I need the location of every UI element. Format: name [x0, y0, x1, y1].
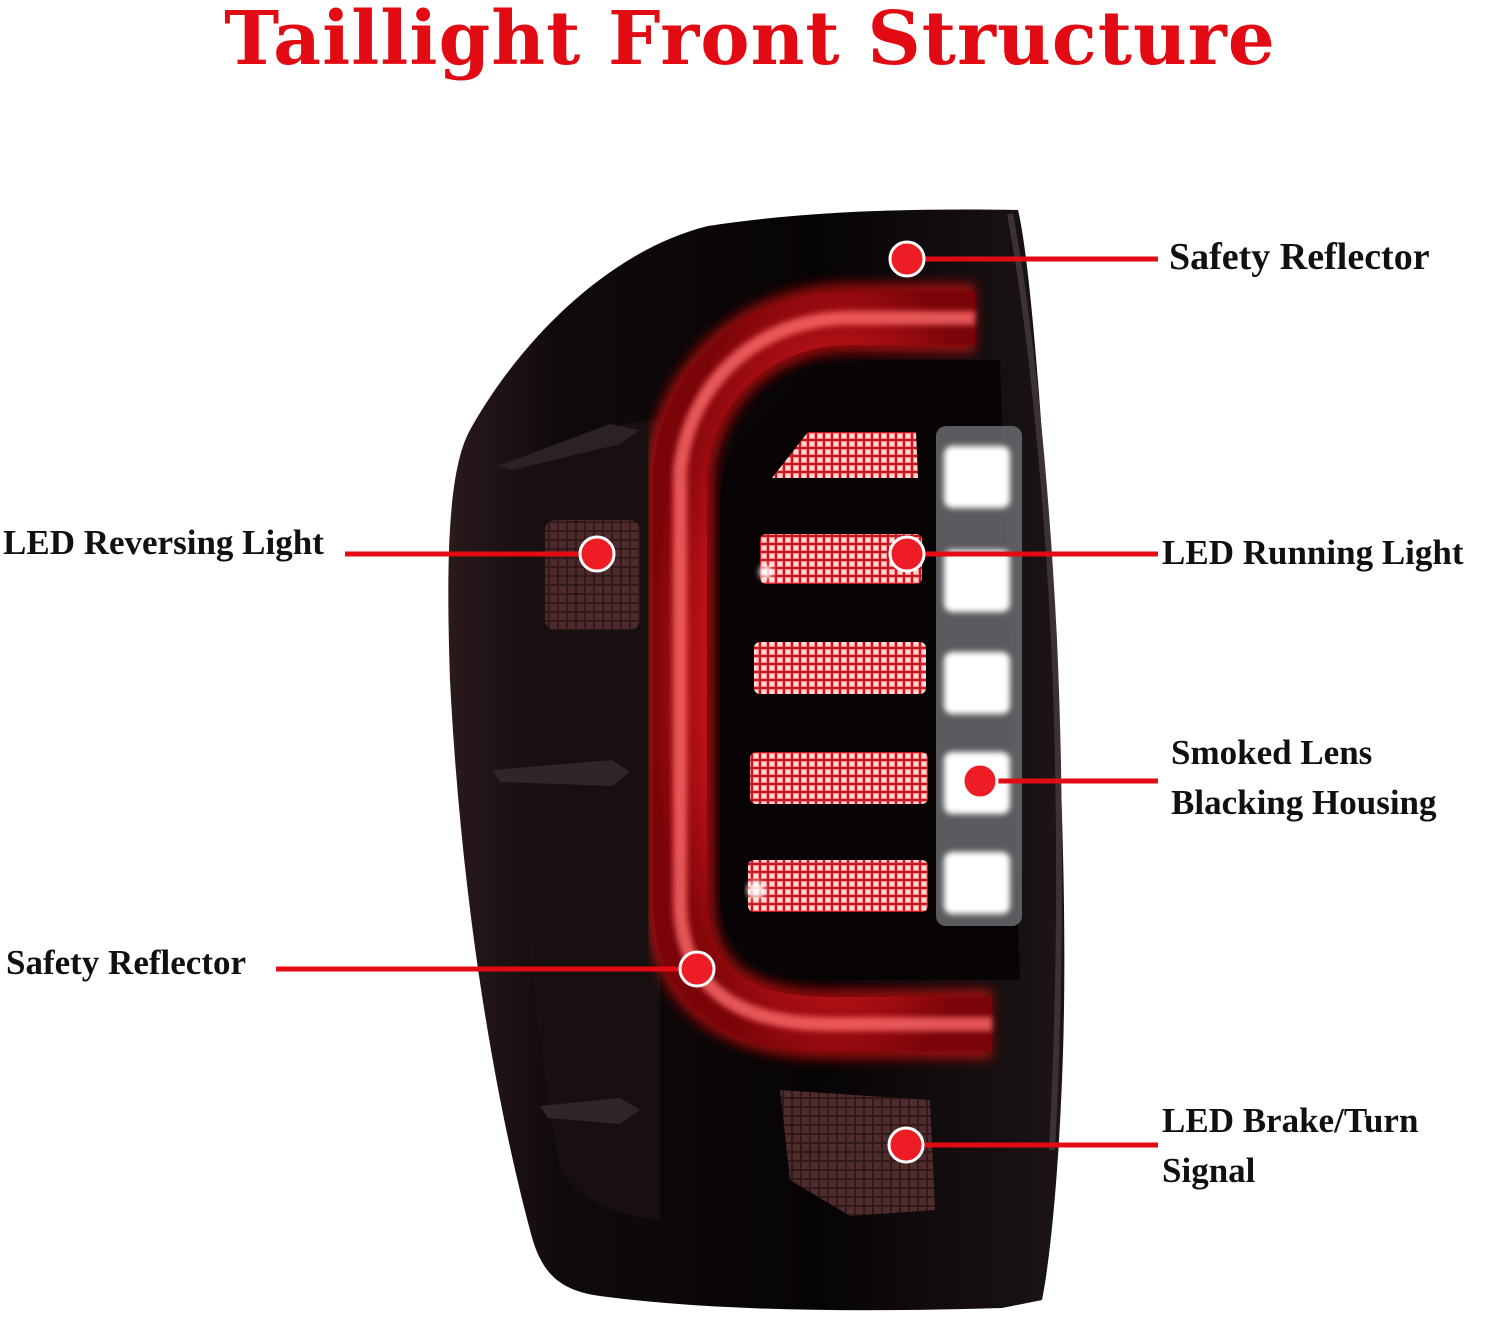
housing-edge-highlight [1007, 213, 1063, 1151]
led-strip-3 [754, 642, 926, 694]
led-strip-5 [748, 860, 928, 912]
callout-dot-led-reversing-light [578, 535, 616, 573]
housing-fin-top [498, 424, 640, 470]
label-led-running-light: LED Running Light [1162, 533, 1464, 572]
led-strip-glints [747, 565, 773, 899]
callout-dots [578, 240, 999, 1164]
label-safety-reflector-top: Safety Reflector [1169, 236, 1430, 278]
callout-dot-led-running-light [888, 535, 926, 573]
callout-dot-smoked-lens [961, 762, 999, 800]
brake-turn-cluster [780, 1090, 935, 1216]
label-safety-reflector-bottom: Safety Reflector [6, 943, 247, 982]
led-strip-2 [760, 534, 922, 584]
callout-dot-brake-turn [887, 1126, 925, 1164]
housing-fin-bottom [540, 1098, 640, 1124]
label-smoked-lens: Smoked Lens Blacking Housing [1171, 728, 1437, 828]
callout-dot-safety-reflector-bottom [678, 950, 716, 988]
callout-dot-safety-reflector-top [888, 240, 926, 278]
led-strip-1 [772, 432, 918, 478]
reversing-light-cluster [545, 520, 640, 630]
label-brake-turn-line2: Signal [1162, 1151, 1256, 1190]
led-strip-4 [750, 752, 928, 804]
label-brake-turn-signal: LED Brake/Turn Signal [1162, 1096, 1418, 1196]
label-led-reversing-light: LED Reversing Light [3, 523, 324, 562]
callout-lines [276, 256, 1158, 1148]
page-title: Taillight Front Structure [224, 0, 1276, 82]
light-bar-highlight [673, 311, 992, 1031]
housing-fin-middle [492, 760, 630, 786]
label-smoked-lens-line2: Blacking Housing [1171, 783, 1437, 822]
label-smoked-lens-line1: Smoked Lens [1171, 733, 1373, 772]
label-brake-turn-line1: LED Brake/Turn [1162, 1101, 1419, 1140]
